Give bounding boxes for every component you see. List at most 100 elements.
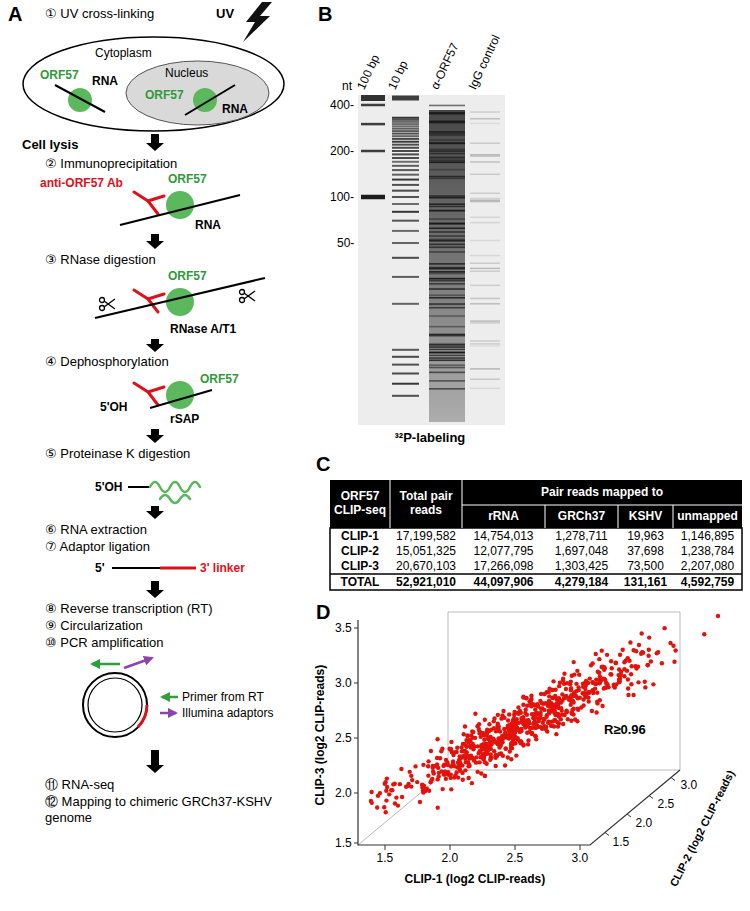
scatter-points: [649, 659, 653, 663]
scatter-points: [542, 692, 546, 696]
cell-outline: NucleusCytoplasm: [22, 36, 285, 132]
scissors-icon: [100, 290, 256, 311]
table-cell: 2,207,080: [673, 559, 742, 574]
step-arrow: [146, 750, 164, 773]
scatter-points: [614, 661, 618, 665]
gel-image: [470, 320, 500, 322]
scatter-points: [409, 774, 413, 778]
scatter-points: [436, 805, 440, 809]
step-label: ③ RNase digestion: [45, 252, 156, 268]
table-cell: 1,146,895: [673, 529, 742, 544]
scatter-points: [506, 718, 510, 722]
scatter-points: [521, 742, 525, 746]
scatter-points: [436, 774, 440, 778]
scatter-points: [487, 722, 491, 726]
scatter-points: [662, 626, 666, 630]
scatter-points: [636, 664, 640, 668]
gel-image: [470, 271, 500, 273]
scatter-points: [385, 776, 389, 780]
rna-strand: [95, 278, 265, 318]
gel-image: [392, 184, 419, 186]
scatter-points: [474, 755, 478, 759]
gel-image: [392, 220, 419, 222]
gel-image: [429, 251, 465, 253]
table-header: unmapped: [673, 505, 742, 528]
scatter-points: [497, 752, 501, 756]
step-label: ⑧ Reverse transcription (RT): [45, 601, 212, 617]
scatter-points: [544, 715, 548, 719]
gel-image: [429, 158, 465, 160]
gel-image: [392, 364, 419, 366]
table-cell: 12,077,795: [462, 544, 545, 559]
gel-image: [470, 322, 500, 324]
gel-image: [429, 240, 465, 242]
protein-label: ORF57: [40, 68, 79, 82]
scatter-points: [406, 782, 410, 786]
gel-image: [429, 304, 465, 306]
gel-image: [429, 153, 465, 155]
scatter-points: [512, 730, 516, 734]
scatter-points: [547, 699, 551, 703]
scatter-points: [538, 713, 542, 717]
scatter-points: [566, 717, 570, 721]
protein-label: ORF57: [200, 372, 239, 386]
scatter-points: [614, 682, 618, 686]
scatter-points: [533, 707, 537, 711]
table-cell: 4,279,184: [545, 575, 618, 590]
scatter-points: [521, 743, 525, 747]
gel-image: [429, 288, 465, 290]
axis-title: CLIP-3 (log2 CLIP-reads): [313, 665, 327, 806]
table-cell: 1,238,784: [673, 544, 742, 559]
gel-image: [392, 150, 419, 152]
scatter-points: [551, 696, 555, 700]
rna-strand: [112, 567, 160, 569]
table-cell: 17,266,098: [462, 559, 545, 574]
panel-letter: B: [318, 2, 332, 26]
scatter-points: [636, 680, 640, 684]
scatter-points: [629, 672, 633, 676]
scatter-points: [498, 729, 502, 733]
scatter-points: [464, 760, 468, 764]
node-label: Nucleus: [165, 66, 208, 80]
axis-tick: 2.5: [507, 851, 524, 865]
scatter-points: [609, 659, 613, 663]
gel-image: [470, 298, 500, 300]
scatter-points: [581, 697, 585, 701]
step-label: ⑥ RNA extraction: [45, 522, 147, 538]
scatter-points: [571, 660, 575, 664]
lane-label: α-ORF57: [428, 41, 462, 92]
scatter-points: [591, 680, 595, 684]
scissors-icon: [244, 291, 255, 299]
scatter-points: [483, 718, 487, 722]
scatter-points: [588, 676, 592, 680]
cell-contents: [55, 85, 105, 112]
enzyme-label: rSAP: [170, 412, 199, 426]
gel-image: [429, 222, 465, 224]
table-cell: 52,921,010: [390, 575, 462, 590]
gel-image: [392, 138, 419, 140]
gel-image: [429, 263, 465, 265]
scatter-points: [569, 703, 573, 707]
gel-image: [429, 388, 465, 390]
scatter-points: [565, 681, 569, 685]
scatter-points: [627, 659, 631, 663]
scatter-points: [511, 729, 515, 733]
scatter-points: [462, 732, 466, 736]
gel-image: [470, 222, 500, 224]
orf57-protein: [166, 381, 194, 409]
scatter-points: [492, 749, 496, 753]
scatter-points: [558, 700, 562, 704]
gel-image: [392, 130, 419, 132]
scatter-points: [484, 762, 488, 766]
adaptor-linker: [160, 567, 196, 570]
gel-image: [392, 395, 419, 397]
gel-image: [429, 197, 465, 199]
legend-swatches: [160, 697, 178, 713]
scatter-points: [473, 712, 477, 716]
step-label: ④ Dephosphorylation: [45, 354, 169, 370]
scatter-points: [555, 720, 559, 724]
table-frame: [330, 573, 742, 575]
scatter-points: [525, 704, 529, 708]
plot-frame: [358, 612, 680, 845]
scatter-points: [564, 687, 568, 691]
